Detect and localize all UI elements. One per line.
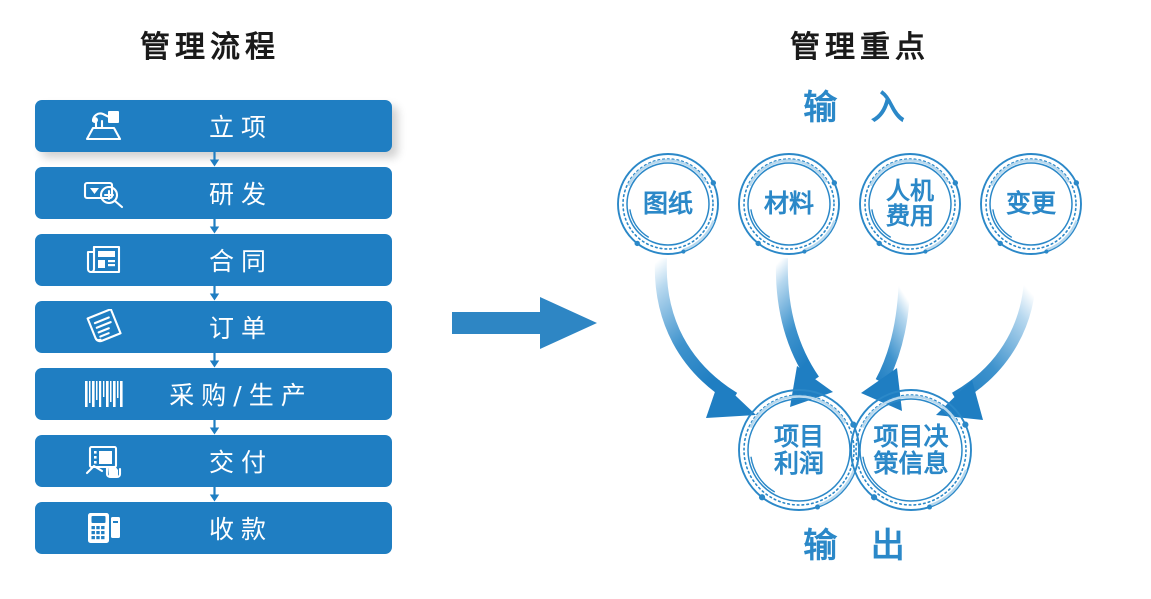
flow-step-1: 立项 xyxy=(35,100,392,167)
down-arrow-icon xyxy=(207,353,222,368)
flow-step-label: 合同 xyxy=(208,247,273,276)
flow-step-label: 研发 xyxy=(208,180,273,209)
pos-terminal-icon xyxy=(73,510,135,546)
right-arrow-icon xyxy=(452,296,597,350)
flow-step-box[interactable]: 采购/生产 xyxy=(35,368,392,420)
flow-step-2: 研发 xyxy=(35,167,392,234)
flow-step-4: 订单 xyxy=(35,301,392,368)
down-arrow-icon xyxy=(207,420,222,435)
flow-step-box[interactable]: 订单 xyxy=(35,301,392,353)
down-arrow-icon xyxy=(207,152,222,167)
input-node-change[interactable]: 变更 xyxy=(979,152,1083,256)
flow-step-box[interactable]: 合同 xyxy=(35,234,392,286)
management-flow-list: 立项 研发 合同 xyxy=(35,100,392,554)
flow-step-7: 收款 xyxy=(35,502,392,554)
flow-step-5: 采购/生产 xyxy=(35,368,392,435)
output-node-project-profit[interactable]: 项目利润 xyxy=(737,388,861,512)
input-node-material[interactable]: 材料 xyxy=(737,152,841,256)
flow-step-label: 收款 xyxy=(208,515,273,544)
flow-step-label: 订单 xyxy=(208,314,273,343)
flow-step-6: 交付 xyxy=(35,435,392,502)
down-arrow-icon xyxy=(207,219,222,234)
barcode-icon xyxy=(73,378,135,410)
handover-icon xyxy=(73,443,135,479)
arrow-material-to-profit xyxy=(775,257,833,407)
flow-step-label: 立项 xyxy=(208,113,273,142)
input-node-drawings[interactable]: 图纸 xyxy=(616,152,720,256)
input-output-diagram: 图纸 材料 人机费用 变更 xyxy=(600,130,1151,530)
input-label: 输 入 xyxy=(803,89,917,127)
flow-step-box[interactable]: 交付 xyxy=(35,435,392,487)
flow-step-box[interactable]: 收款 xyxy=(35,502,392,554)
flow-step-box[interactable]: 研发 xyxy=(35,167,392,219)
output-node-project-decision[interactable]: 项目决策信息 xyxy=(849,388,973,512)
output-label: 输 出 xyxy=(803,527,917,565)
input-node-labor-cost[interactable]: 人机费用 xyxy=(858,152,962,256)
down-arrow-icon xyxy=(207,286,222,301)
flow-step-box[interactable]: 立项 xyxy=(35,100,392,152)
down-arrow-icon xyxy=(207,487,222,502)
document-icon xyxy=(73,243,135,277)
flow-step-3: 合同 xyxy=(35,234,392,301)
order-note-icon xyxy=(73,309,135,345)
stamp-icon xyxy=(73,108,135,144)
right-panel-title: 管理重点 xyxy=(790,31,930,64)
left-panel-title: 管理流程 xyxy=(140,31,280,64)
flow-step-label: 交付 xyxy=(208,448,273,477)
search-tag-icon xyxy=(73,177,135,209)
flow-step-label: 采购/生产 xyxy=(169,381,313,410)
